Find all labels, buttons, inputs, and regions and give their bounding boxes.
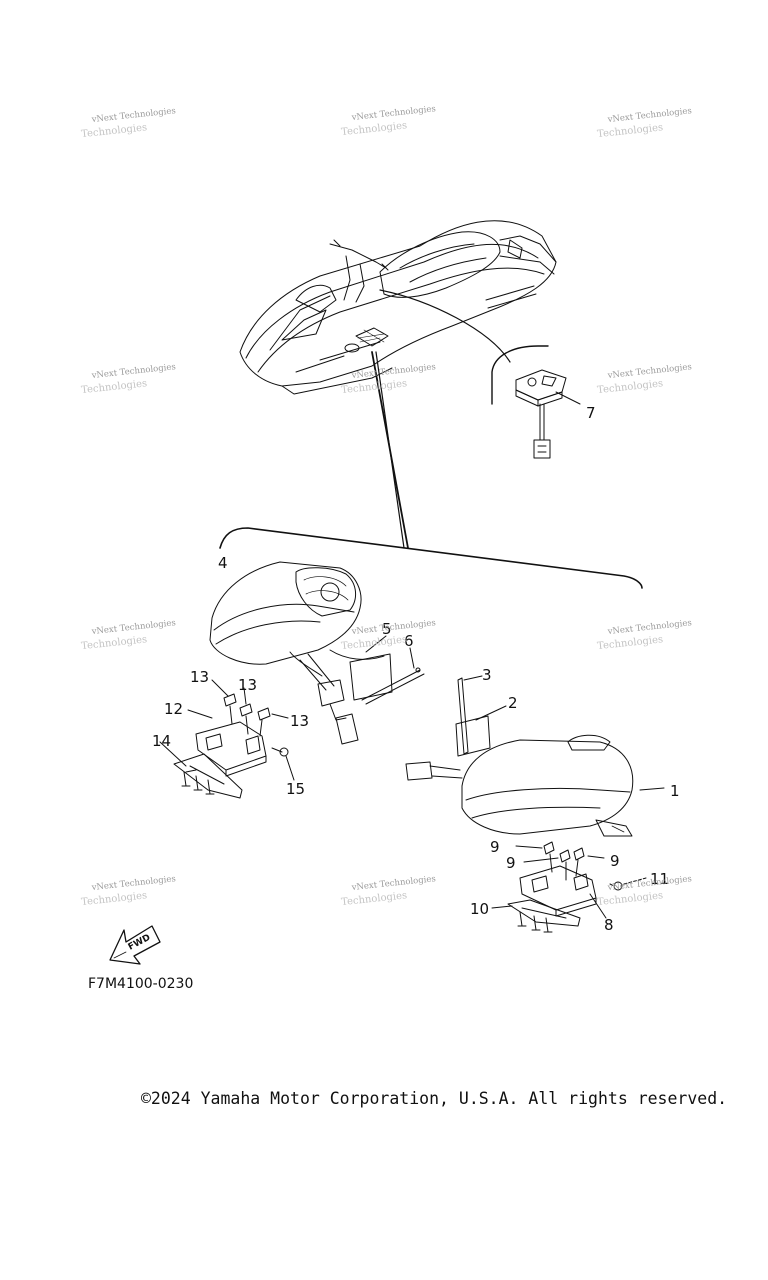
svg-text:vNext Technologies: vNext Technologies bbox=[350, 362, 436, 381]
svg-text:Technologies: Technologies bbox=[597, 890, 664, 908]
diagram-code: F7M4100-0230 bbox=[88, 976, 194, 992]
svg-text:vNext Technologies: vNext Technologies bbox=[606, 362, 692, 381]
svg-text:vNext Technologies: vNext Technologies bbox=[606, 106, 692, 125]
svg-text:vNext Technologies: vNext Technologies bbox=[90, 106, 176, 125]
part-15-screw bbox=[271, 747, 295, 781]
part-6-strap bbox=[361, 647, 425, 705]
watermarks: vNext Technologies Technologies vNext Te… bbox=[81, 104, 693, 908]
part-10-base-plate bbox=[491, 899, 581, 933]
part-12-bracket bbox=[187, 709, 267, 777]
bracket-switch-detail bbox=[491, 345, 549, 405]
watermark: vNext Technologies Technologies bbox=[341, 104, 437, 138]
part-14-base-plate bbox=[159, 741, 243, 799]
callout-14: 14 bbox=[152, 732, 171, 750]
watermark: vNext Technologies Technologies bbox=[81, 618, 177, 652]
fwd-label: FWD bbox=[127, 933, 152, 953]
callout-4: 4 bbox=[218, 554, 228, 572]
svg-text:Technologies: Technologies bbox=[597, 378, 664, 396]
part-13-bolts bbox=[211, 679, 289, 737]
callout-15: 15 bbox=[286, 780, 305, 798]
watercraft-illustration bbox=[239, 220, 557, 395]
callout-8: 8 bbox=[604, 916, 614, 934]
callout-11: 11 bbox=[650, 870, 669, 888]
svg-text:vNext Technologies: vNext Technologies bbox=[90, 874, 176, 893]
svg-text:Technologies: Technologies bbox=[81, 378, 148, 396]
copyright-notice: ©2024 Yamaha Motor Corporation, U.S.A. A… bbox=[141, 1089, 728, 1108]
callout-6: 6 bbox=[404, 632, 414, 650]
callout-13b: 13 bbox=[238, 676, 257, 694]
bracket-display-detail bbox=[219, 527, 643, 589]
watermark: vNext Technologies Technologies bbox=[341, 362, 437, 396]
part-11-screw bbox=[609, 877, 647, 891]
callout-13c: 13 bbox=[290, 712, 309, 730]
callout-7: 7 bbox=[586, 404, 596, 422]
watermark: vNext Technologies Technologies bbox=[81, 874, 177, 908]
watermark: vNext Technologies Technologies bbox=[81, 106, 177, 140]
svg-text:Technologies: Technologies bbox=[597, 122, 664, 140]
svg-text:Technologies: Technologies bbox=[597, 634, 664, 652]
part-7-switch bbox=[515, 369, 581, 459]
leader-switch-to-detail bbox=[379, 289, 511, 363]
callout-9b: 9 bbox=[506, 854, 516, 872]
svg-text:Technologies: Technologies bbox=[81, 122, 148, 140]
svg-text:vNext Technologies: vNext Technologies bbox=[350, 874, 436, 893]
callout-13a: 13 bbox=[190, 668, 209, 686]
svg-text:Technologies: Technologies bbox=[341, 890, 408, 908]
part-9-bolts bbox=[515, 841, 605, 881]
callout-9c: 9 bbox=[610, 852, 620, 870]
watermark: vNext Technologies Technologies bbox=[341, 874, 437, 908]
fwd-arrow-icon bbox=[109, 925, 161, 965]
svg-text:Technologies: Technologies bbox=[341, 634, 408, 652]
callout-9a: 9 bbox=[490, 838, 500, 856]
svg-text:Technologies: Technologies bbox=[81, 890, 148, 908]
callout-1: 1 bbox=[670, 782, 680, 800]
watermark: vNext Technologies Technologies bbox=[597, 874, 693, 908]
watermark: vNext Technologies Technologies bbox=[597, 106, 693, 140]
svg-text:vNext Technologies: vNext Technologies bbox=[606, 618, 692, 637]
callout-5: 5 bbox=[382, 620, 392, 638]
part-5-label-sheet bbox=[349, 635, 393, 701]
part-1-housing bbox=[405, 734, 665, 837]
svg-text:vNext Technologies: vNext Technologies bbox=[350, 104, 436, 123]
watermark: vNext Technologies Technologies bbox=[597, 362, 693, 396]
callout-12: 12 bbox=[164, 700, 183, 718]
svg-text:Technologies: Technologies bbox=[341, 378, 408, 396]
watermark: vNext Technologies Technologies bbox=[81, 362, 177, 396]
svg-text:Technologies: Technologies bbox=[341, 120, 408, 138]
part-4-display-unit bbox=[209, 561, 385, 745]
svg-text:vNext Technologies: vNext Technologies bbox=[90, 362, 176, 381]
callout-labels: 1 2 3 4 5 6 7 8 9 9 9 10 11 12 13 13 13 … bbox=[152, 404, 680, 934]
part-2-sheet bbox=[455, 705, 507, 757]
part-3-rod bbox=[457, 675, 483, 755]
svg-text:vNext Technologies: vNext Technologies bbox=[350, 618, 436, 637]
callout-3: 3 bbox=[482, 666, 492, 684]
watermark: vNext Technologies Technologies bbox=[597, 618, 693, 652]
part-8-bracket bbox=[519, 865, 607, 919]
svg-text:vNext Technologies: vNext Technologies bbox=[90, 618, 176, 637]
callout-2: 2 bbox=[508, 694, 518, 712]
callout-10: 10 bbox=[470, 900, 489, 918]
svg-text:Technologies: Technologies bbox=[81, 634, 148, 652]
